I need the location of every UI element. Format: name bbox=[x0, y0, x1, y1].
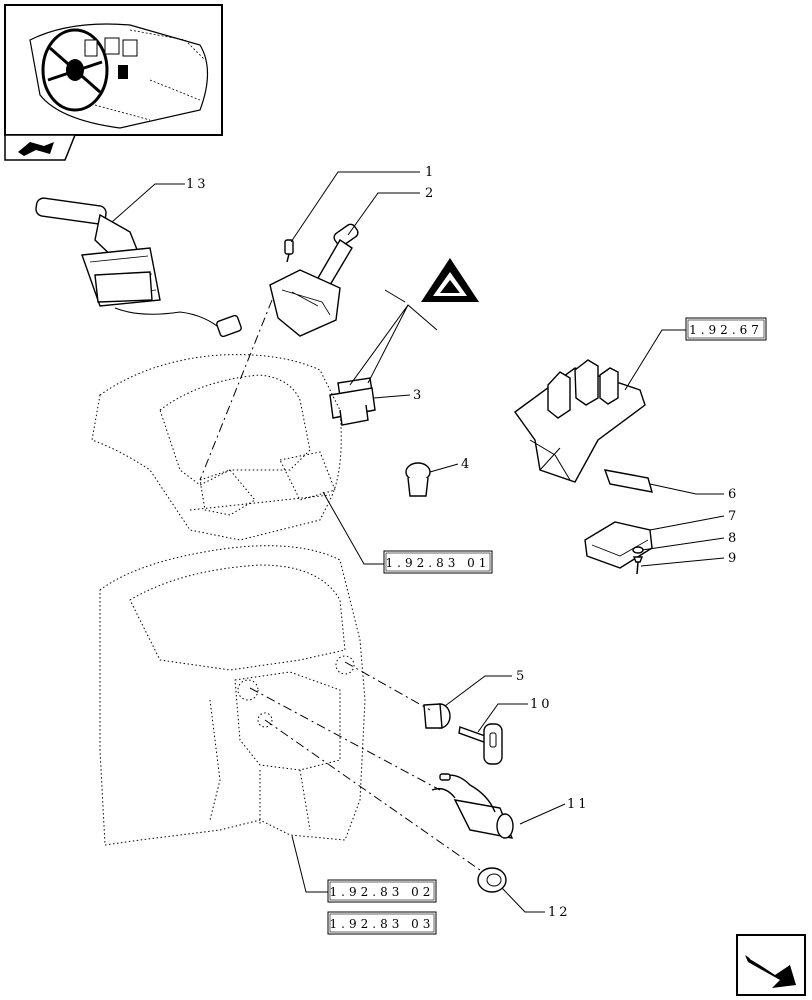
part-13-multifunction-lever bbox=[35, 197, 242, 338]
part-11-cigar-lighter bbox=[431, 773, 514, 839]
ref-label: 1.92.83 03 bbox=[330, 917, 435, 931]
warning-triangle-icon bbox=[421, 258, 479, 302]
part-9-screw bbox=[632, 556, 644, 575]
callout-5: 5 bbox=[516, 669, 527, 684]
ref-label: 1.92.83 01 bbox=[386, 556, 491, 570]
part-3-rocker-switch bbox=[329, 377, 376, 426]
part-6-clip bbox=[603, 469, 653, 493]
next-page-arrow-icon[interactable] bbox=[736, 934, 806, 996]
callout-7: 7 bbox=[728, 509, 739, 524]
callout-4: 4 bbox=[461, 457, 472, 472]
part-12-socket bbox=[477, 867, 507, 893]
callout-10: 10 bbox=[530, 697, 553, 712]
part-5-ignition-switch bbox=[423, 703, 451, 729]
location-thumbnail bbox=[4, 4, 223, 161]
callout-11: 11 bbox=[567, 797, 590, 812]
dashboard-upper-outline bbox=[91, 354, 342, 541]
callout-9: 9 bbox=[728, 551, 739, 566]
thumbnail-dashboard-sketch bbox=[29, 23, 209, 129]
callout-1: 1 bbox=[425, 165, 436, 180]
part-10-key bbox=[458, 723, 503, 765]
ref-box-1-92-83-01[interactable]: 1.92.83 01 bbox=[383, 550, 493, 574]
part-8-washer bbox=[632, 546, 644, 554]
callout-labels: 1 2 3 4 5 6 7 8 9 10 11 12 13 bbox=[186, 165, 739, 920]
part-2-lever-with-boot bbox=[269, 223, 359, 337]
callout-6: 6 bbox=[728, 487, 739, 502]
callout-12: 12 bbox=[548, 905, 571, 920]
ref-label: 1.92.83 02 bbox=[330, 885, 435, 899]
leader-lines bbox=[111, 171, 725, 913]
mounting-bracket bbox=[514, 359, 646, 483]
ref-box-1-92-67[interactable]: 1.92.67 bbox=[685, 317, 767, 341]
ref-box-1-92-83-03[interactable]: 1.92.83 03 bbox=[327, 911, 437, 935]
part-1-screw bbox=[284, 239, 294, 263]
callout-8: 8 bbox=[728, 531, 739, 546]
callout-13: 13 bbox=[186, 177, 209, 192]
part-7-plate bbox=[584, 521, 653, 569]
ref-box-1-92-83-02[interactable]: 1.92.83 02 bbox=[327, 879, 437, 903]
alignment-lines bbox=[199, 299, 481, 871]
part-4-push-button bbox=[405, 462, 431, 497]
callout-2: 2 bbox=[425, 186, 436, 201]
book-icon[interactable] bbox=[4, 134, 77, 161]
callout-3: 3 bbox=[413, 388, 424, 403]
dashboard-lower-outline bbox=[99, 545, 366, 846]
ref-label: 1.92.67 bbox=[689, 323, 763, 337]
